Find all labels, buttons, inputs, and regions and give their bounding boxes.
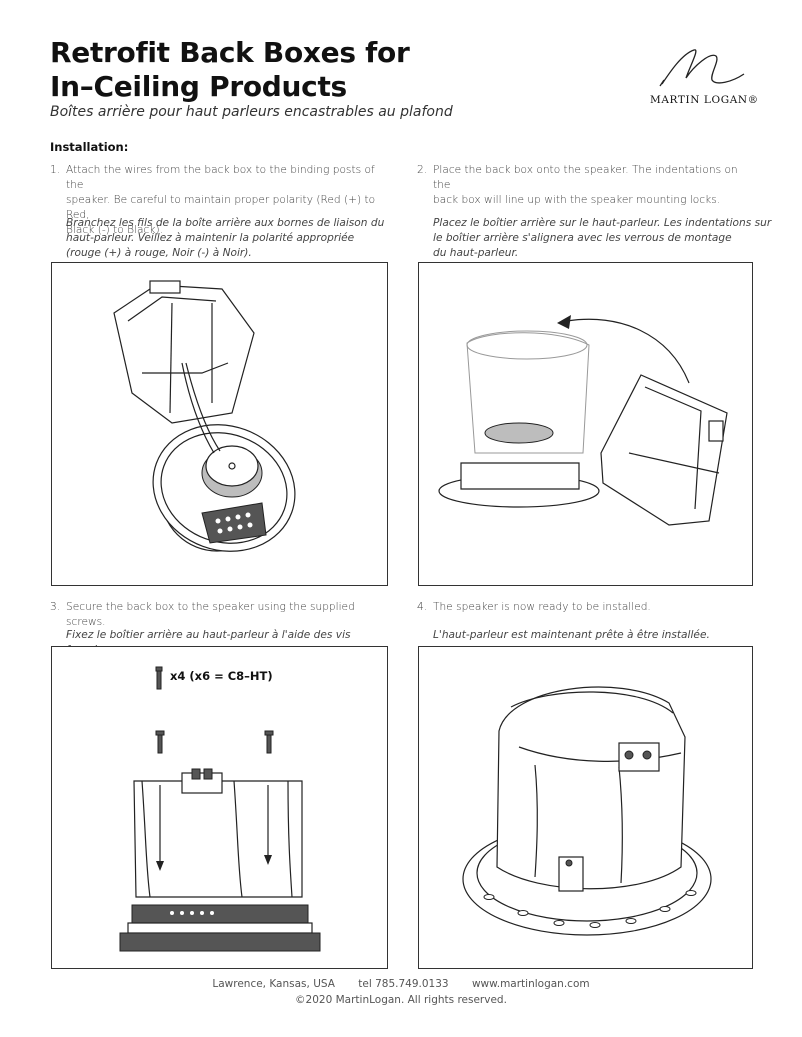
step-2-en-line-2: back box will line up with the speaker m… <box>433 194 721 206</box>
footer-location: Lawrence, Kansas, USA <box>212 978 335 990</box>
step-1-en-line-2: speaker. Be careful to maintain proper p… <box>66 194 376 221</box>
step-2-fr-line-3: du haut-parleur. <box>433 247 519 259</box>
step-3-number: 3. <box>50 601 61 613</box>
step-3-instructions: 3. Secure the back box to the speaker us… <box>50 600 390 628</box>
installation-heading: Installation: <box>50 140 129 154</box>
step-2-french: Placez le boîtier arrière sur le haut-pa… <box>433 216 773 261</box>
footer-website: www.martinlogan.com <box>471 978 590 990</box>
step-1-fr-line-1: Branchez les fils de la boîte arrière au… <box>66 217 385 229</box>
page-title: Retrofit Back Boxes for In–Ceiling Produ… <box>50 36 410 104</box>
page-subtitle: Boîtes arrière pour haut parleurs encast… <box>50 104 453 120</box>
assembled-speaker-illustration <box>462 686 712 936</box>
step-4-number: 4. <box>417 601 428 613</box>
step-1-illustration-panel <box>51 262 388 586</box>
logo-wordmark: MARTIN LOGAN® <box>650 94 759 106</box>
step-1-instructions: 1. Attach the wires from the back box to… <box>50 163 390 236</box>
step-4-fr-line-1: L'haut-parleur est maintenant prête à êt… <box>433 629 710 641</box>
step-4-en-line-1: The speaker is now ready to be installed… <box>433 601 651 613</box>
footer-contact: Lawrence, Kansas, USA tel 785.749.0133 w… <box>0 978 802 990</box>
step-2-fr-line-2: le boîtier arrière s'alignera avec les v… <box>433 232 732 244</box>
back-box-wiring-illustration <box>113 280 296 552</box>
step-1-en-line-3: Black (-) to Black). <box>66 224 163 236</box>
screw-count-label: x4 (x6 = C8–HT) <box>170 669 273 683</box>
step-4-illustration-panel <box>418 646 753 969</box>
step-2-illustration-panel <box>418 262 753 586</box>
footer-phone: tel 785.749.0133 <box>358 978 449 990</box>
step-3-illustration-panel: x4 (x6 = C8–HT) <box>51 646 388 969</box>
step-2-en-line-1: Place the back box onto the speaker. The… <box>433 164 738 191</box>
martinlogan-logo <box>659 49 745 87</box>
step-1-french: Branchez les fils de la boîte arrière au… <box>66 216 396 261</box>
step-4-instructions: 4. The speaker is now ready to be instal… <box>417 600 757 617</box>
title-line-2: In–Ceiling Products <box>50 70 347 103</box>
title-line-1: Retrofit Back Boxes for <box>50 36 410 69</box>
step-3-en-line-1: Secure the back box to the speaker using… <box>66 601 355 628</box>
step-4-french: L'haut-parleur est maintenant prête à êt… <box>433 628 763 643</box>
step-1-number: 1. <box>50 164 61 176</box>
screw-icon <box>155 666 163 690</box>
footer-copyright: ©2020 MartinLogan. All rights reserved. <box>295 994 507 1006</box>
step-2-number: 2. <box>417 164 428 176</box>
step-2-fr-line-1: Placez le boîtier arrière sur le haut-pa… <box>433 217 772 229</box>
step-1-fr-line-2: haut-parleur. Veillez à maintenir la pol… <box>66 232 355 244</box>
step-1-fr-line-3: (rouge (+) à rouge, Noir (-) à Noir). <box>66 247 252 259</box>
screw-securing-illustration <box>119 666 321 952</box>
step-1-en-line-1: Attach the wires from the back box to th… <box>66 164 375 191</box>
step-2-instructions: 2. Place the back box onto the speaker. … <box>417 163 757 206</box>
back-box-placement-illustration <box>438 315 728 526</box>
